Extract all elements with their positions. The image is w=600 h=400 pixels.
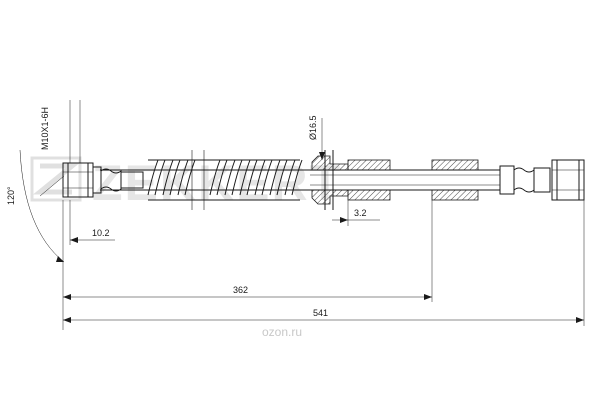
diameter-label: Ø16.5	[308, 115, 318, 140]
offset-3-2-label: 3.2	[354, 208, 367, 218]
middle-sleeve	[431, 159, 479, 201]
angle-label: 120°	[6, 186, 16, 205]
right-hex-fitting	[499, 159, 585, 201]
offset-3-2-dimension: 3.2	[332, 200, 380, 226]
offset-10-2-dimension: 10.2	[62, 200, 115, 330]
thread-dimension: M10X1-6H	[40, 100, 81, 163]
left-hex-fitting	[62, 162, 144, 198]
watermark-site: ozon.ru	[262, 325, 302, 339]
diameter-dimension: Ø16.5	[308, 115, 325, 160]
mounting-grommet	[311, 150, 391, 210]
length-541-label: 541	[313, 308, 328, 318]
offset-10-2-label: 10.2	[92, 228, 110, 238]
angle-dimension: 120°	[6, 149, 65, 263]
length-362-dimension: 362	[63, 200, 433, 302]
length-362-label: 362	[233, 285, 248, 295]
spring-coil	[147, 150, 303, 210]
zekkert-logo-icon	[30, 156, 82, 202]
length-541-dimension: 541	[63, 200, 585, 326]
watermark-brand: ZEKKERT	[92, 155, 342, 211]
watermark: ZEKKERT ozon.ru	[30, 155, 342, 339]
thread-label: M10X1-6H	[40, 107, 50, 150]
